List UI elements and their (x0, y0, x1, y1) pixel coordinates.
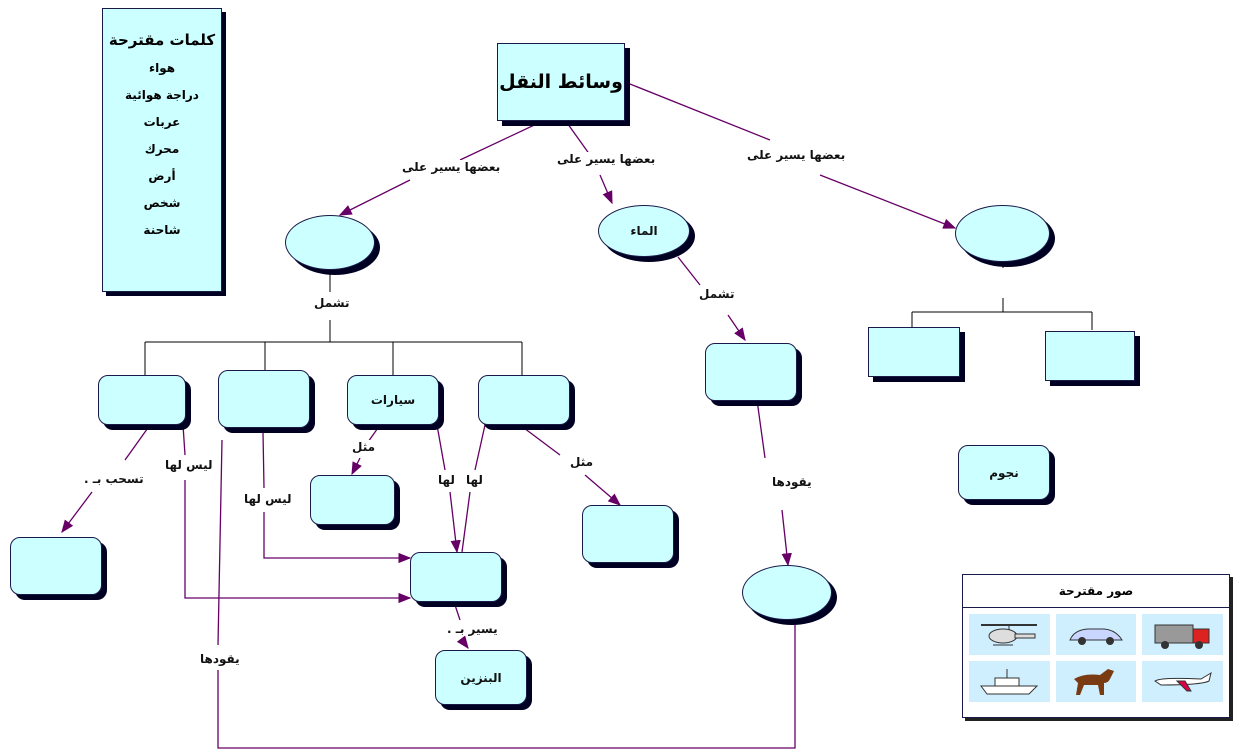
main-title: وسائط النقل (497, 43, 625, 121)
cars-example-box[interactable] (310, 475, 395, 525)
land-box-2[interactable] (218, 370, 310, 428)
stars-label: نجوم (989, 465, 1019, 480)
word-item: شخص (143, 196, 181, 210)
ship-icon[interactable] (969, 661, 1050, 702)
water-box[interactable] (705, 343, 797, 401)
word-item: دراجة هوائية (125, 88, 199, 102)
word-item: محرك (144, 142, 180, 156)
stars-box[interactable]: نجوم (958, 445, 1050, 500)
link-label: بعضها يسير على (745, 148, 848, 162)
word-item: هواء (148, 61, 176, 75)
engine-box[interactable] (410, 552, 502, 602)
word-item: شاحنة (143, 223, 181, 237)
word-item: أرض (148, 169, 176, 183)
link-label: تشمل (697, 287, 737, 301)
petrol-box[interactable]: البنزين (435, 650, 527, 705)
suggested-words-heading: كلمات مقترحة (108, 31, 216, 49)
air-box-2[interactable] (1045, 331, 1135, 381)
link-label: لها (436, 473, 457, 487)
air-oval[interactable] (955, 205, 1050, 262)
link-label: يقودها (770, 475, 814, 489)
car-icon[interactable] (1055, 614, 1137, 655)
land-box-1[interactable] (98, 375, 186, 425)
helicopter-icon[interactable] (969, 614, 1050, 655)
example-box[interactable] (582, 505, 674, 563)
link-label: مثل (350, 440, 378, 454)
suggested-words-panel: كلمات مقترحة هواء دراجة هوائية عربات محر… (102, 8, 222, 292)
cars-label: سيارات (370, 393, 416, 407)
water-oval[interactable]: الماء (598, 205, 690, 257)
air-box-1[interactable] (868, 327, 960, 377)
truck-icon[interactable] (1142, 614, 1223, 655)
land-box-4[interactable] (478, 375, 570, 425)
link-label: بعضها يسير على (555, 152, 658, 166)
link-label: تشمل (312, 296, 352, 310)
images-grid (963, 608, 1229, 708)
land-oval[interactable] (285, 215, 375, 270)
link-label: ليس لها (163, 458, 215, 472)
airplane-icon[interactable] (1142, 661, 1223, 702)
driver-oval[interactable] (742, 565, 832, 620)
link-label: بعضها يسير على (400, 160, 503, 174)
link-label: لها (464, 473, 485, 487)
suggested-images-heading: صور مقترحة (963, 575, 1229, 608)
cars-box[interactable]: سيارات (347, 375, 439, 425)
pulled-by-box[interactable] (10, 537, 102, 595)
petrol-label: البنزين (460, 670, 502, 685)
word-item: عربات (143, 115, 181, 129)
link-label: يسير بـ . (445, 622, 500, 636)
suggested-images-panel: صور مقترحة (962, 574, 1230, 718)
link-label: ليس لها (242, 492, 294, 506)
link-label: مثل (568, 455, 596, 469)
link-label: يقودها (198, 652, 242, 666)
horse-icon[interactable] (1055, 661, 1137, 702)
link-label: تسحب بـ . (82, 472, 146, 486)
water-label: الماء (630, 224, 658, 238)
